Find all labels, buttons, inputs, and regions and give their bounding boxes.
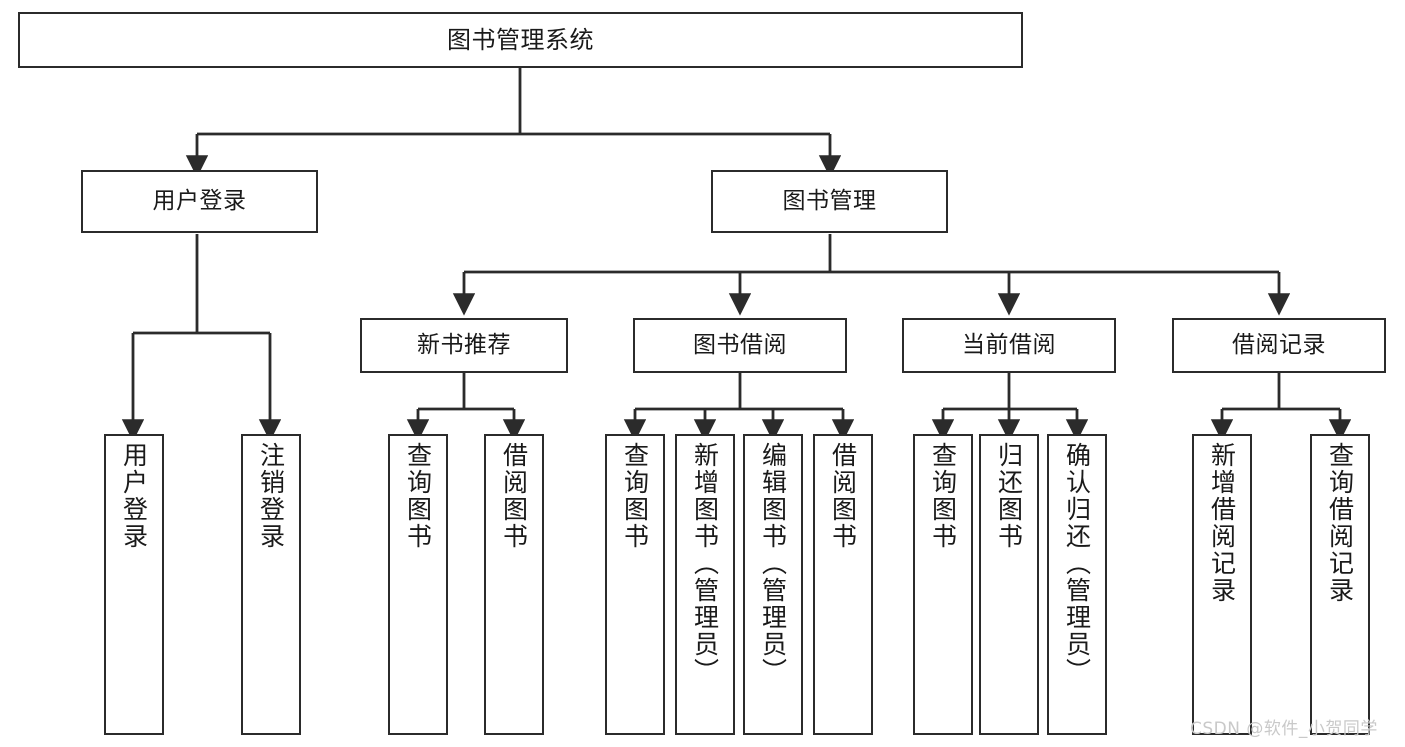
- node-borrow-record-label: 借阅记录: [1232, 332, 1326, 358]
- node-borrow-record[interactable]: 借阅记录: [1172, 318, 1386, 373]
- leaf-edit-book[interactable]: 编辑图书（管理员）: [743, 434, 803, 735]
- node-new-book-recommend[interactable]: 新书推荐: [360, 318, 568, 373]
- leaf-query-book-3-label: 查询图书: [928, 442, 958, 550]
- node-current-borrow-label: 当前借阅: [962, 332, 1056, 358]
- node-book-manage-label: 图书管理: [782, 188, 877, 214]
- node-user-login-label: 用户登录: [152, 188, 247, 214]
- leaf-return-book[interactable]: 归还图书: [979, 434, 1039, 735]
- leaf-user-login[interactable]: 用户登录: [104, 434, 164, 735]
- leaf-confirm-return-label: 确认归还（管理员）: [1062, 442, 1092, 685]
- leaf-logout-login-label: 注销登录: [256, 442, 286, 550]
- node-root-system[interactable]: 图书管理系统: [18, 12, 1023, 68]
- leaf-add-book-label: 新增图书（管理员）: [690, 442, 720, 685]
- leaf-borrow-book-2-label: 借阅图书: [828, 442, 858, 550]
- node-book-manage[interactable]: 图书管理: [711, 170, 948, 233]
- leaf-add-record[interactable]: 新增借阅记录: [1192, 434, 1252, 735]
- node-user-login[interactable]: 用户登录: [81, 170, 318, 233]
- csdn-watermark: CSDN @软件_小贺同学: [1190, 719, 1378, 739]
- leaf-edit-book-label: 编辑图书（管理员）: [758, 442, 788, 685]
- leaf-query-record[interactable]: 查询借阅记录: [1310, 434, 1370, 735]
- node-current-borrow[interactable]: 当前借阅: [902, 318, 1116, 373]
- leaf-confirm-return[interactable]: 确认归还（管理员）: [1047, 434, 1107, 735]
- node-new-book-recommend-label: 新书推荐: [417, 332, 511, 358]
- leaf-borrow-book-1[interactable]: 借阅图书: [484, 434, 544, 735]
- leaf-query-book-2-label: 查询图书: [620, 442, 650, 550]
- leaf-query-record-label: 查询借阅记录: [1325, 442, 1355, 604]
- leaf-borrow-book-2[interactable]: 借阅图书: [813, 434, 873, 735]
- leaf-add-record-label: 新增借阅记录: [1207, 442, 1237, 604]
- leaf-borrow-book-1-label: 借阅图书: [499, 442, 529, 550]
- node-book-borrow[interactable]: 图书借阅: [633, 318, 847, 373]
- leaf-user-login-label: 用户登录: [119, 442, 149, 550]
- leaf-query-book-1-label: 查询图书: [403, 442, 433, 550]
- leaf-logout-login[interactable]: 注销登录: [241, 434, 301, 735]
- leaf-add-book[interactable]: 新增图书（管理员）: [675, 434, 735, 735]
- leaf-return-book-label: 归还图书: [994, 442, 1024, 550]
- node-book-borrow-label: 图书借阅: [693, 332, 787, 358]
- node-root-system-label: 图书管理系统: [447, 26, 594, 54]
- leaf-query-book-3[interactable]: 查询图书: [913, 434, 973, 735]
- leaf-query-book-2[interactable]: 查询图书: [605, 434, 665, 735]
- leaf-query-book-1[interactable]: 查询图书: [388, 434, 448, 735]
